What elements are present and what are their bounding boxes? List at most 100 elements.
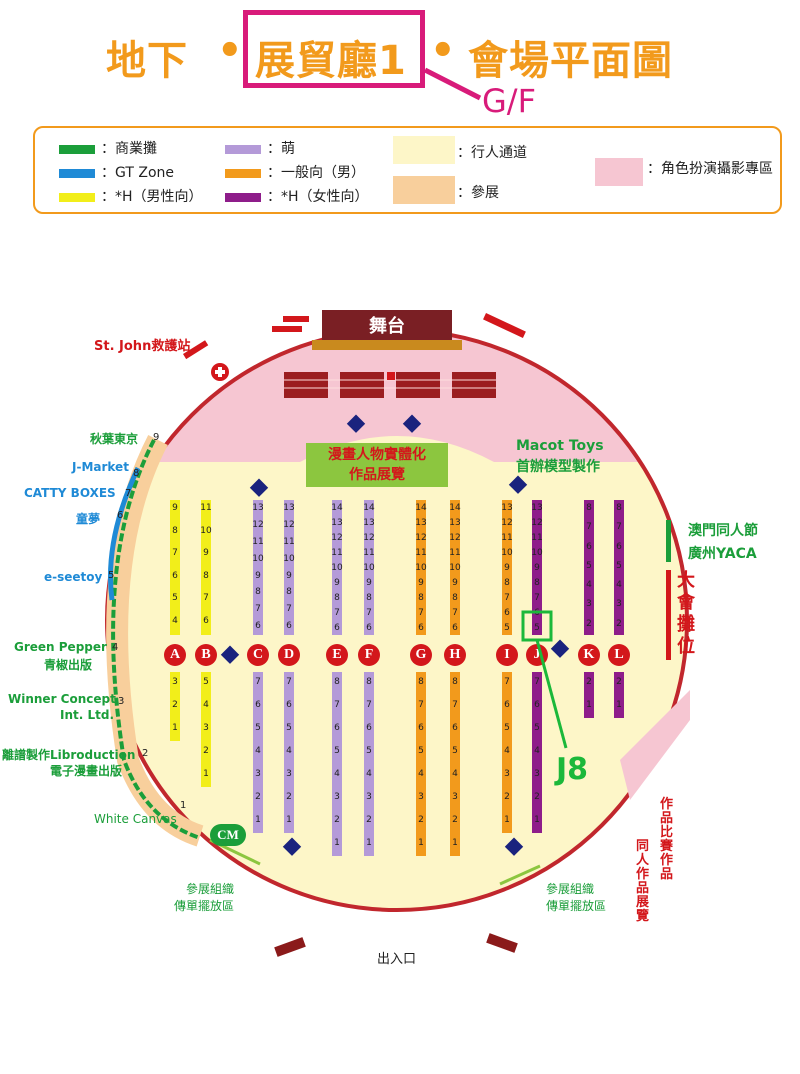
booth-number[interactable]: 7 (418, 700, 424, 710)
booth-number[interactable]: 13 (415, 518, 427, 528)
booth-number[interactable]: 1 (172, 723, 178, 733)
booth-number[interactable]: 3 (172, 677, 178, 687)
booth-number[interactable]: 2 (203, 746, 209, 756)
booth-number[interactable]: 7 (586, 522, 592, 533)
booth-number[interactable]: 6 (504, 608, 510, 618)
booth-number[interactable]: 4 (366, 769, 372, 779)
booth-number[interactable]: 5 (334, 746, 340, 756)
booth-number[interactable]: 3 (255, 769, 261, 779)
booth-number[interactable]: 4 (586, 580, 592, 591)
booth-number[interactable]: 4 (334, 769, 340, 779)
booth-number[interactable]: 6 (366, 723, 372, 733)
booth-number[interactable]: 9 (418, 578, 424, 588)
booth-number[interactable]: 5 (172, 593, 178, 603)
booth-number[interactable]: 12 (283, 519, 295, 530)
booth-number[interactable]: 10 (501, 548, 513, 558)
booth-number[interactable]: 4 (504, 746, 510, 756)
booth-number[interactable]: 12 (501, 518, 513, 528)
booth-number[interactable]: 1 (334, 838, 340, 848)
booth-number[interactable]: 9 (366, 578, 372, 588)
booth-number[interactable]: 4 (452, 769, 458, 779)
booth-number[interactable]: 6 (334, 723, 340, 733)
booth-number[interactable]: 10 (531, 548, 543, 558)
booth-number[interactable]: 14 (449, 503, 461, 513)
booth-number[interactable]: 7 (334, 608, 340, 618)
booth-number[interactable]: 8 (286, 587, 292, 598)
booth-number[interactable]: 14 (331, 503, 343, 513)
booth-number[interactable]: 11 (531, 533, 543, 543)
booth-number[interactable]: 4 (255, 746, 261, 756)
booth-number[interactable]: 9 (255, 570, 261, 581)
booth-number[interactable]: 1 (534, 815, 540, 825)
booth-number[interactable]: 12 (415, 533, 427, 543)
booth-number[interactable]: 6 (286, 700, 292, 710)
booth-number[interactable]: 5 (586, 560, 592, 571)
booth-number[interactable]: 11 (331, 548, 343, 558)
booth-number[interactable]: 2 (334, 815, 340, 825)
booth-number[interactable]: 5 (534, 623, 540, 633)
booth-number[interactable]: 6 (366, 623, 372, 633)
booth-number[interactable]: 11 (501, 533, 513, 543)
booth-number[interactable]: 6 (452, 623, 458, 633)
booth-number[interactable]: 6 (255, 700, 261, 710)
booth-number[interactable]: 13 (252, 503, 264, 513)
booth-number[interactable]: 8 (255, 587, 261, 598)
booth-number[interactable]: 6 (334, 623, 340, 633)
booth-number[interactable]: 4 (534, 746, 540, 756)
booth-number[interactable]: 11 (449, 548, 461, 558)
booth-number[interactable]: 1 (286, 815, 292, 825)
booth-number[interactable]: 4 (286, 746, 292, 756)
booth-number[interactable]: 5 (616, 560, 622, 571)
booth-number[interactable]: 3 (534, 769, 540, 779)
booth-number[interactable]: 3 (366, 792, 372, 802)
booth-number[interactable]: 1 (418, 838, 424, 848)
booth-number[interactable]: 12 (363, 533, 375, 543)
booth-number[interactable]: 8 (586, 503, 592, 513)
booth-number[interactable]: 2 (534, 792, 540, 802)
booth-number[interactable]: 9 (286, 570, 292, 581)
booth-number[interactable]: 4 (203, 700, 209, 710)
booth-number[interactable]: 12 (449, 533, 461, 543)
booth-number[interactable]: 10 (363, 563, 375, 573)
booth-number[interactable]: 10 (415, 563, 427, 573)
booth-number[interactable]: 9 (534, 563, 540, 573)
booth-number[interactable]: 12 (331, 533, 343, 543)
booth-number[interactable]: 3 (418, 792, 424, 802)
booth-number[interactable]: 6 (534, 700, 540, 710)
booth-number[interactable]: 7 (534, 593, 540, 603)
booth-number[interactable]: 6 (418, 723, 424, 733)
booth-number[interactable]: 6 (255, 621, 261, 632)
booth-number[interactable]: 3 (586, 599, 592, 610)
booth-number[interactable]: 10 (283, 553, 295, 564)
booth-number[interactable]: 8 (334, 677, 340, 687)
booth-number[interactable]: 7 (504, 677, 510, 687)
booth-number[interactable]: 5 (366, 746, 372, 756)
booth-number[interactable]: 2 (418, 815, 424, 825)
booth-number[interactable]: 2 (452, 815, 458, 825)
booth-number[interactable]: 12 (531, 518, 543, 528)
booth-number[interactable]: 14 (415, 503, 427, 513)
booth-number[interactable]: 13 (449, 518, 461, 528)
booth-number[interactable]: 6 (504, 700, 510, 710)
booth-number[interactable]: 11 (415, 548, 427, 558)
booth-number[interactable]: 5 (418, 746, 424, 756)
booth-number[interactable]: 1 (504, 815, 510, 825)
booth-number[interactable]: 9 (203, 548, 209, 558)
booth-number[interactable]: 8 (504, 578, 510, 588)
booth-number[interactable]: 1 (586, 700, 592, 710)
booth-number[interactable]: 7 (418, 608, 424, 618)
booth-number[interactable]: 7 (452, 608, 458, 618)
booth-number[interactable]: 10 (252, 553, 264, 564)
booth-number[interactable]: 7 (286, 677, 292, 687)
booth-number[interactable]: 3 (334, 792, 340, 802)
booth-number[interactable]: 2 (586, 618, 592, 629)
booth-number[interactable]: 1 (366, 838, 372, 848)
booth-number[interactable]: 4 (418, 769, 424, 779)
booth-number[interactable]: 3 (452, 792, 458, 802)
booth-number[interactable]: 3 (504, 769, 510, 779)
booth-number[interactable]: 6 (616, 541, 622, 552)
booth-number[interactable]: 3 (616, 599, 622, 610)
booth-number[interactable]: 5 (534, 723, 540, 733)
booth-number[interactable]: 8 (334, 593, 340, 603)
booth-number[interactable]: 5 (452, 746, 458, 756)
